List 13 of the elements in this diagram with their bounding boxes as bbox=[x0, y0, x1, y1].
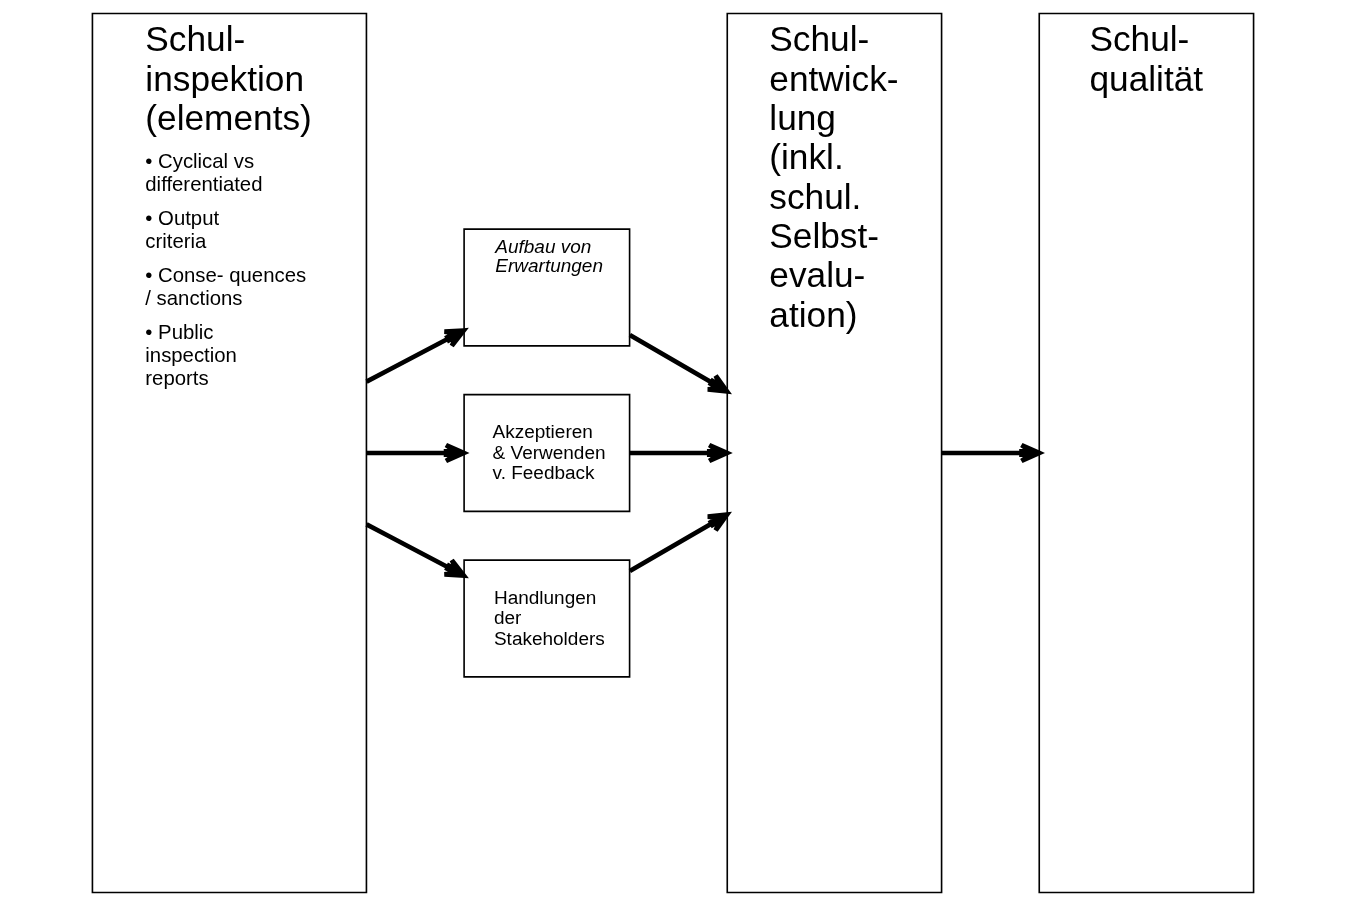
arrow bbox=[366, 442, 467, 464]
arrow bbox=[365, 522, 467, 578]
node-box: Schul- entwick- lung (inkl. schul. Selbst- evalu- ation) bbox=[726, 12, 943, 894]
arrow bbox=[628, 332, 730, 394]
node-box: Schul- qualität bbox=[1038, 12, 1255, 894]
node-box: Handlungen der Stakeholders bbox=[463, 559, 631, 678]
arrow bbox=[365, 328, 467, 384]
arrow bbox=[941, 442, 1042, 464]
arrow bbox=[628, 512, 730, 574]
node-box: Schul- inspektion (elements) • Cyclical vs differentiated • Output criteria • Conse- quences / sanctions • Public inspection reports bbox=[91, 12, 368, 894]
node-box: Akzeptieren & Verwenden v. Feedback bbox=[463, 393, 631, 513]
node-box: Aufbau von Erwartungen bbox=[463, 228, 631, 347]
arrow bbox=[629, 442, 730, 464]
